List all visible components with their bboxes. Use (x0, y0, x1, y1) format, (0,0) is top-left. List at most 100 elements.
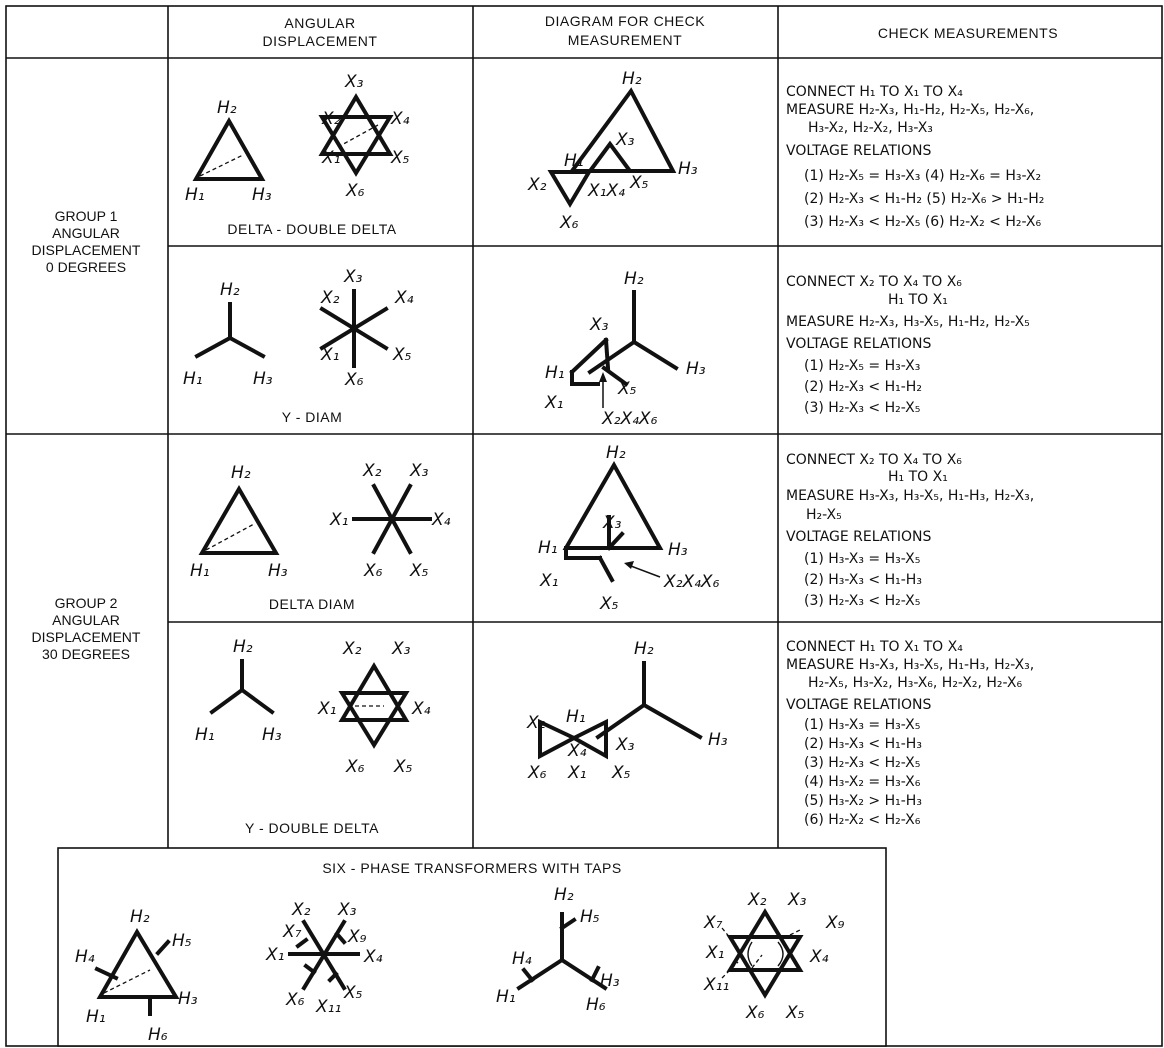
svg-text:H₁: H₁ (545, 363, 565, 383)
svg-text:H₁: H₁ (190, 561, 210, 581)
svg-text:(2) H₃-X₃ < H₁-H₃: (2) H₃-X₃ < H₁-H₃ (804, 572, 922, 588)
svg-text:H₃: H₃ (668, 540, 688, 560)
label-h2: H₂ (217, 98, 237, 118)
table-grid (5, 5, 1163, 1047)
svg-text:H₆: H₆ (586, 995, 606, 1015)
header-check: CHECK MEASUREMENTS (878, 25, 1058, 41)
svg-text:H₁: H₁ (183, 369, 203, 389)
svg-text:X₃: X₃ (589, 315, 609, 335)
svg-text:X₄: X₄ (809, 947, 829, 967)
svg-text:H₁: H₁ (496, 987, 516, 1007)
svg-text:H₂: H₂ (634, 639, 654, 659)
svg-text:(2) H₃-X₃ < H₁-H₃: (2) H₃-X₃ < H₁-H₃ (804, 736, 922, 752)
header-diagram-line1: DIAGRAM FOR CHECK (545, 13, 705, 29)
svg-text:X₉: X₉ (825, 913, 845, 933)
row4-check-diagram: H₂ H₁ X₂ X₃ H₃ X₄ X₆ X₁ X₅ (526, 639, 728, 783)
svg-text:VOLTAGE RELATIONS: VOLTAGE RELATIONS (786, 143, 932, 159)
svg-text:X₆: X₆ (527, 763, 547, 783)
svg-text:H₂: H₂ (622, 69, 642, 89)
svg-text:X₁: X₁ (321, 148, 340, 168)
svg-text:X₅: X₅ (392, 345, 412, 365)
svg-text:X₅: X₅ (393, 757, 413, 777)
svg-text:X₅: X₅ (785, 1003, 805, 1023)
svg-text:X₃: X₃ (787, 890, 807, 910)
header-angular-line1: ANGULAR (284, 15, 355, 31)
svg-text:H₅: H₅ (580, 907, 600, 927)
svg-text:X₅: X₅ (390, 148, 410, 168)
svg-text:H₁: H₁ (538, 538, 558, 558)
svg-text:X₁: X₁ (265, 945, 284, 965)
caption-row4: Y - DOUBLE DELTA (245, 820, 379, 836)
svg-text:X₂: X₂ (291, 900, 311, 920)
svg-text:X₁: X₁ (329, 510, 348, 530)
svg-text:(6) H₂-X₂ < H₂-X₆: (6) H₂-X₂ < H₂-X₆ (804, 812, 921, 828)
svg-text:X₆: X₆ (559, 213, 579, 233)
svg-text:(4) H₃-X₂ = H₃-X₆: (4) H₃-X₂ = H₃-X₆ (804, 774, 921, 790)
svg-text:H₄: H₄ (75, 947, 95, 967)
svg-text:X₄: X₄ (411, 699, 431, 719)
row4-check-measurements: CONNECT H₁ TO X₁ TO X₄ MEASURE H₃-X₃, H₃… (786, 639, 1034, 828)
svg-text:X₅: X₅ (611, 763, 631, 783)
caption-row1: DELTA - DOUBLE DELTA (227, 221, 396, 237)
taps-box: SIX - PHASE TRANSFORMERS WITH TAPS H₂ H₄… (75, 860, 845, 1045)
svg-text:H₁: H₁ (195, 725, 215, 745)
svg-text:H₃-X₂, H₂-X₂, H₃-X₃: H₃-X₂, H₂-X₂, H₃-X₃ (808, 120, 933, 136)
row3-check-diagram: H₂ X₃ H₃ H₁ X₁ X₂X₄X₆ X₅ (538, 443, 720, 614)
svg-text:X₅: X₅ (343, 983, 363, 1003)
svg-text:H₅: H₅ (172, 931, 192, 951)
svg-text:30 DEGREES: 30 DEGREES (42, 646, 130, 662)
row2-phasor: H₂ H₁ H₃ X₃ X₂ X₄ X₁ X₅ X₆ Y - DIAM (183, 267, 414, 425)
row3-phasor: H₂ H₁ H₃ X₂ X₃ X₁ X₄ X₆ X₅ DELTA DIAM (190, 461, 451, 612)
svg-text:X₇: X₇ (282, 922, 302, 942)
svg-text:(2) H₂-X₃ < H₁-H₂: (2) H₂-X₃ < H₁-H₂ (804, 379, 922, 395)
svg-text:X₂: X₂ (526, 713, 546, 733)
svg-text:X₂X₄X₆: X₂X₄X₆ (663, 572, 720, 592)
svg-text:H₁: H₁ (564, 151, 584, 171)
svg-text:MEASURE H₂-X₃, H₃-X₅, H₁-H₂, H: MEASURE H₂-X₃, H₃-X₅, H₁-H₂, H₂-X₅ (786, 314, 1030, 330)
svg-text:(1) H₂-X₅ = H₃-X₃: (1) H₂-X₅ = H₃-X₃ (804, 358, 920, 374)
svg-text:MEASURE H₃-X₃, H₃-X₅, H₁-H₃, H: MEASURE H₃-X₃, H₃-X₅, H₁-H₃, H₂-X₃, (786, 657, 1034, 673)
svg-text:H₃: H₃ (262, 725, 282, 745)
svg-text:X₄: X₄ (363, 947, 383, 967)
svg-text:(1) H₂-X₅ = H₃-X₃ (4) H₂-X₆: (1) H₂-X₅ = H₃-X₃ (4) H₂-X₆ = H₃-X₂ (804, 168, 1041, 184)
svg-text:X₆: X₆ (345, 181, 365, 201)
group2-label: GROUP 2 ANGULAR DISPLACEMENT 30 DEGREES (32, 595, 141, 662)
svg-text:X₃: X₃ (391, 639, 411, 659)
svg-text:VOLTAGE RELATIONS: VOLTAGE RELATIONS (786, 697, 932, 713)
row1-check-measurements: CONNECT H₁ TO X₁ TO X₄ MEASURE H₂-X₃, H₁… (786, 84, 1044, 230)
caption-row2: Y - DIAM (282, 409, 343, 425)
svg-text:X₁X₄: X₁X₄ (587, 181, 625, 201)
svg-text:X₅: X₅ (629, 173, 649, 193)
header-row: ANGULAR DISPLACEMENT DIAGRAM FOR CHECK M… (263, 13, 1058, 49)
row3-check-measurements: CONNECT X₂ TO X₄ TO X₆ H₁ TO X₁ MEASURE … (786, 452, 1034, 609)
svg-text:X₁: X₁ (539, 571, 558, 591)
svg-text:H₃: H₃ (253, 369, 273, 389)
svg-text:X₉: X₉ (347, 927, 367, 947)
svg-text:CONNECT X₂ TO X₄ TO X₆: CONNECT X₂ TO X₄ TO X₆ (786, 274, 962, 290)
svg-text:X₆: X₆ (344, 370, 364, 390)
svg-text:GROUP 2: GROUP 2 (55, 595, 118, 611)
svg-text:X₂: X₂ (321, 109, 341, 129)
svg-text:H₂: H₂ (233, 637, 253, 657)
svg-text:MEASURE H₃-X₃, H₃-X₅, H₁-H₃, H: MEASURE H₃-X₃, H₃-X₅, H₁-H₃, H₂-X₃, (786, 488, 1034, 504)
svg-text:(5) H₃-X₂ > H₁-H₃: (5) H₃-X₂ > H₁-H₃ (804, 793, 922, 809)
svg-text:(3) H₂-X₃ < H₂-X₅: (3) H₂-X₃ < H₂-X₅ (804, 400, 920, 416)
svg-text:H₆: H₆ (148, 1025, 168, 1045)
svg-text:H₁: H₁ (566, 707, 586, 727)
svg-text:X₃: X₃ (337, 900, 357, 920)
svg-text:X₂: X₂ (342, 639, 362, 659)
svg-text:X₂: X₂ (747, 890, 767, 910)
svg-text:X₁: X₁ (317, 699, 336, 719)
svg-text:(1) H₃-X₃ = H₃-X₅: (1) H₃-X₃ = H₃-X₅ (804, 717, 920, 733)
svg-text:X₆: X₆ (345, 757, 365, 777)
svg-text:H₁ TO X₁: H₁ TO X₁ (888, 292, 948, 308)
svg-text:X₂: X₂ (362, 461, 382, 481)
svg-text:(3) H₂-X₃ < H₂-X₅: (3) H₂-X₃ < H₂-X₅ (804, 755, 920, 771)
svg-text:H₃: H₃ (178, 989, 198, 1009)
svg-text:X₃: X₃ (409, 461, 429, 481)
svg-text:X₄: X₄ (390, 109, 410, 129)
svg-text:X₅: X₅ (409, 561, 429, 581)
svg-text:X₂: X₂ (320, 288, 340, 308)
svg-text:X₇: X₇ (703, 913, 723, 933)
svg-text:H₂: H₂ (220, 280, 240, 300)
